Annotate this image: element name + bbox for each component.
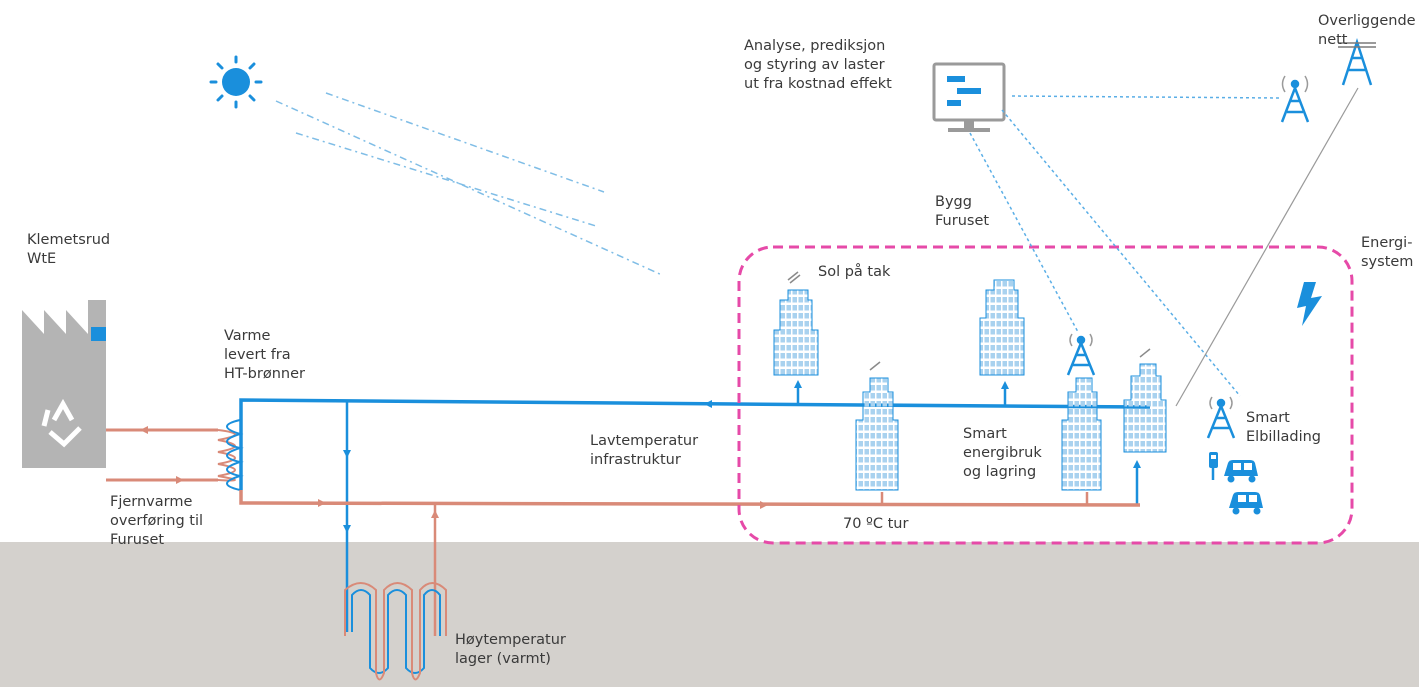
label-varme-levert: Varme levert fra HT-brønner: [224, 328, 305, 382]
warm-supply-pipe: [239, 490, 1141, 636]
building-icon: [773, 289, 819, 376]
storage-coil: [344, 582, 447, 681]
building-icon: [979, 279, 1025, 376]
lightning-icon: [1297, 282, 1322, 326]
lowtemp-blue-pipe: [239, 380, 1151, 632]
sun-rays: [275, 92, 663, 276]
building-icon: [855, 377, 899, 491]
building-icon: [1123, 363, 1167, 453]
building-icon: [1061, 377, 1102, 491]
label-sol-pa-tak: Sol på tak: [818, 264, 891, 280]
tower-icon: [1280, 75, 1310, 123]
heat-exchanger-icon: [217, 419, 244, 491]
solar-panel-marks: [787, 271, 1151, 371]
label-lavtemperatur: Lavtemperatur infrastruktur: [590, 433, 699, 468]
sun-icon: [209, 55, 263, 109]
tower-icon: [1206, 396, 1236, 439]
label-hoytemperatur: Høytemperatur lager (varmt): [455, 632, 566, 667]
monitor-icon: [932, 62, 1006, 132]
power-pylon-icon: [1338, 37, 1376, 86]
tower-icon: [1066, 333, 1096, 376]
label-analyse: Analyse, prediksjon og styring av laster…: [744, 38, 892, 92]
label-bygg-furuset: Bygg Furuset: [935, 194, 990, 229]
recycle-icon: [41, 398, 82, 448]
label-70-tur: 70 ºC tur: [843, 516, 909, 532]
data-links: [969, 95, 1281, 397]
energy-system-boundary: [737, 245, 1354, 545]
charger-icon: [1209, 452, 1218, 480]
label-fjernvarme: Fjernvarme overføring til Furuset: [110, 494, 204, 548]
label-smart-energibruk: Smart energibruk og lagring: [963, 426, 1042, 480]
grid-connection-line: [1175, 87, 1359, 407]
factory-icon: [22, 300, 106, 468]
district-heating-pipes: [106, 426, 218, 484]
label-klemetsrud: Klemetsrud WtE: [27, 232, 111, 267]
car-icon: [1229, 492, 1263, 515]
ground-area: [0, 542, 1419, 687]
label-smart-elbil: Smart Elbillading: [1246, 410, 1321, 445]
car-icon: [1224, 460, 1258, 483]
label-energisystem: Energi- system: [1361, 235, 1414, 270]
label-overliggende: Overliggende nett: [1318, 13, 1416, 48]
